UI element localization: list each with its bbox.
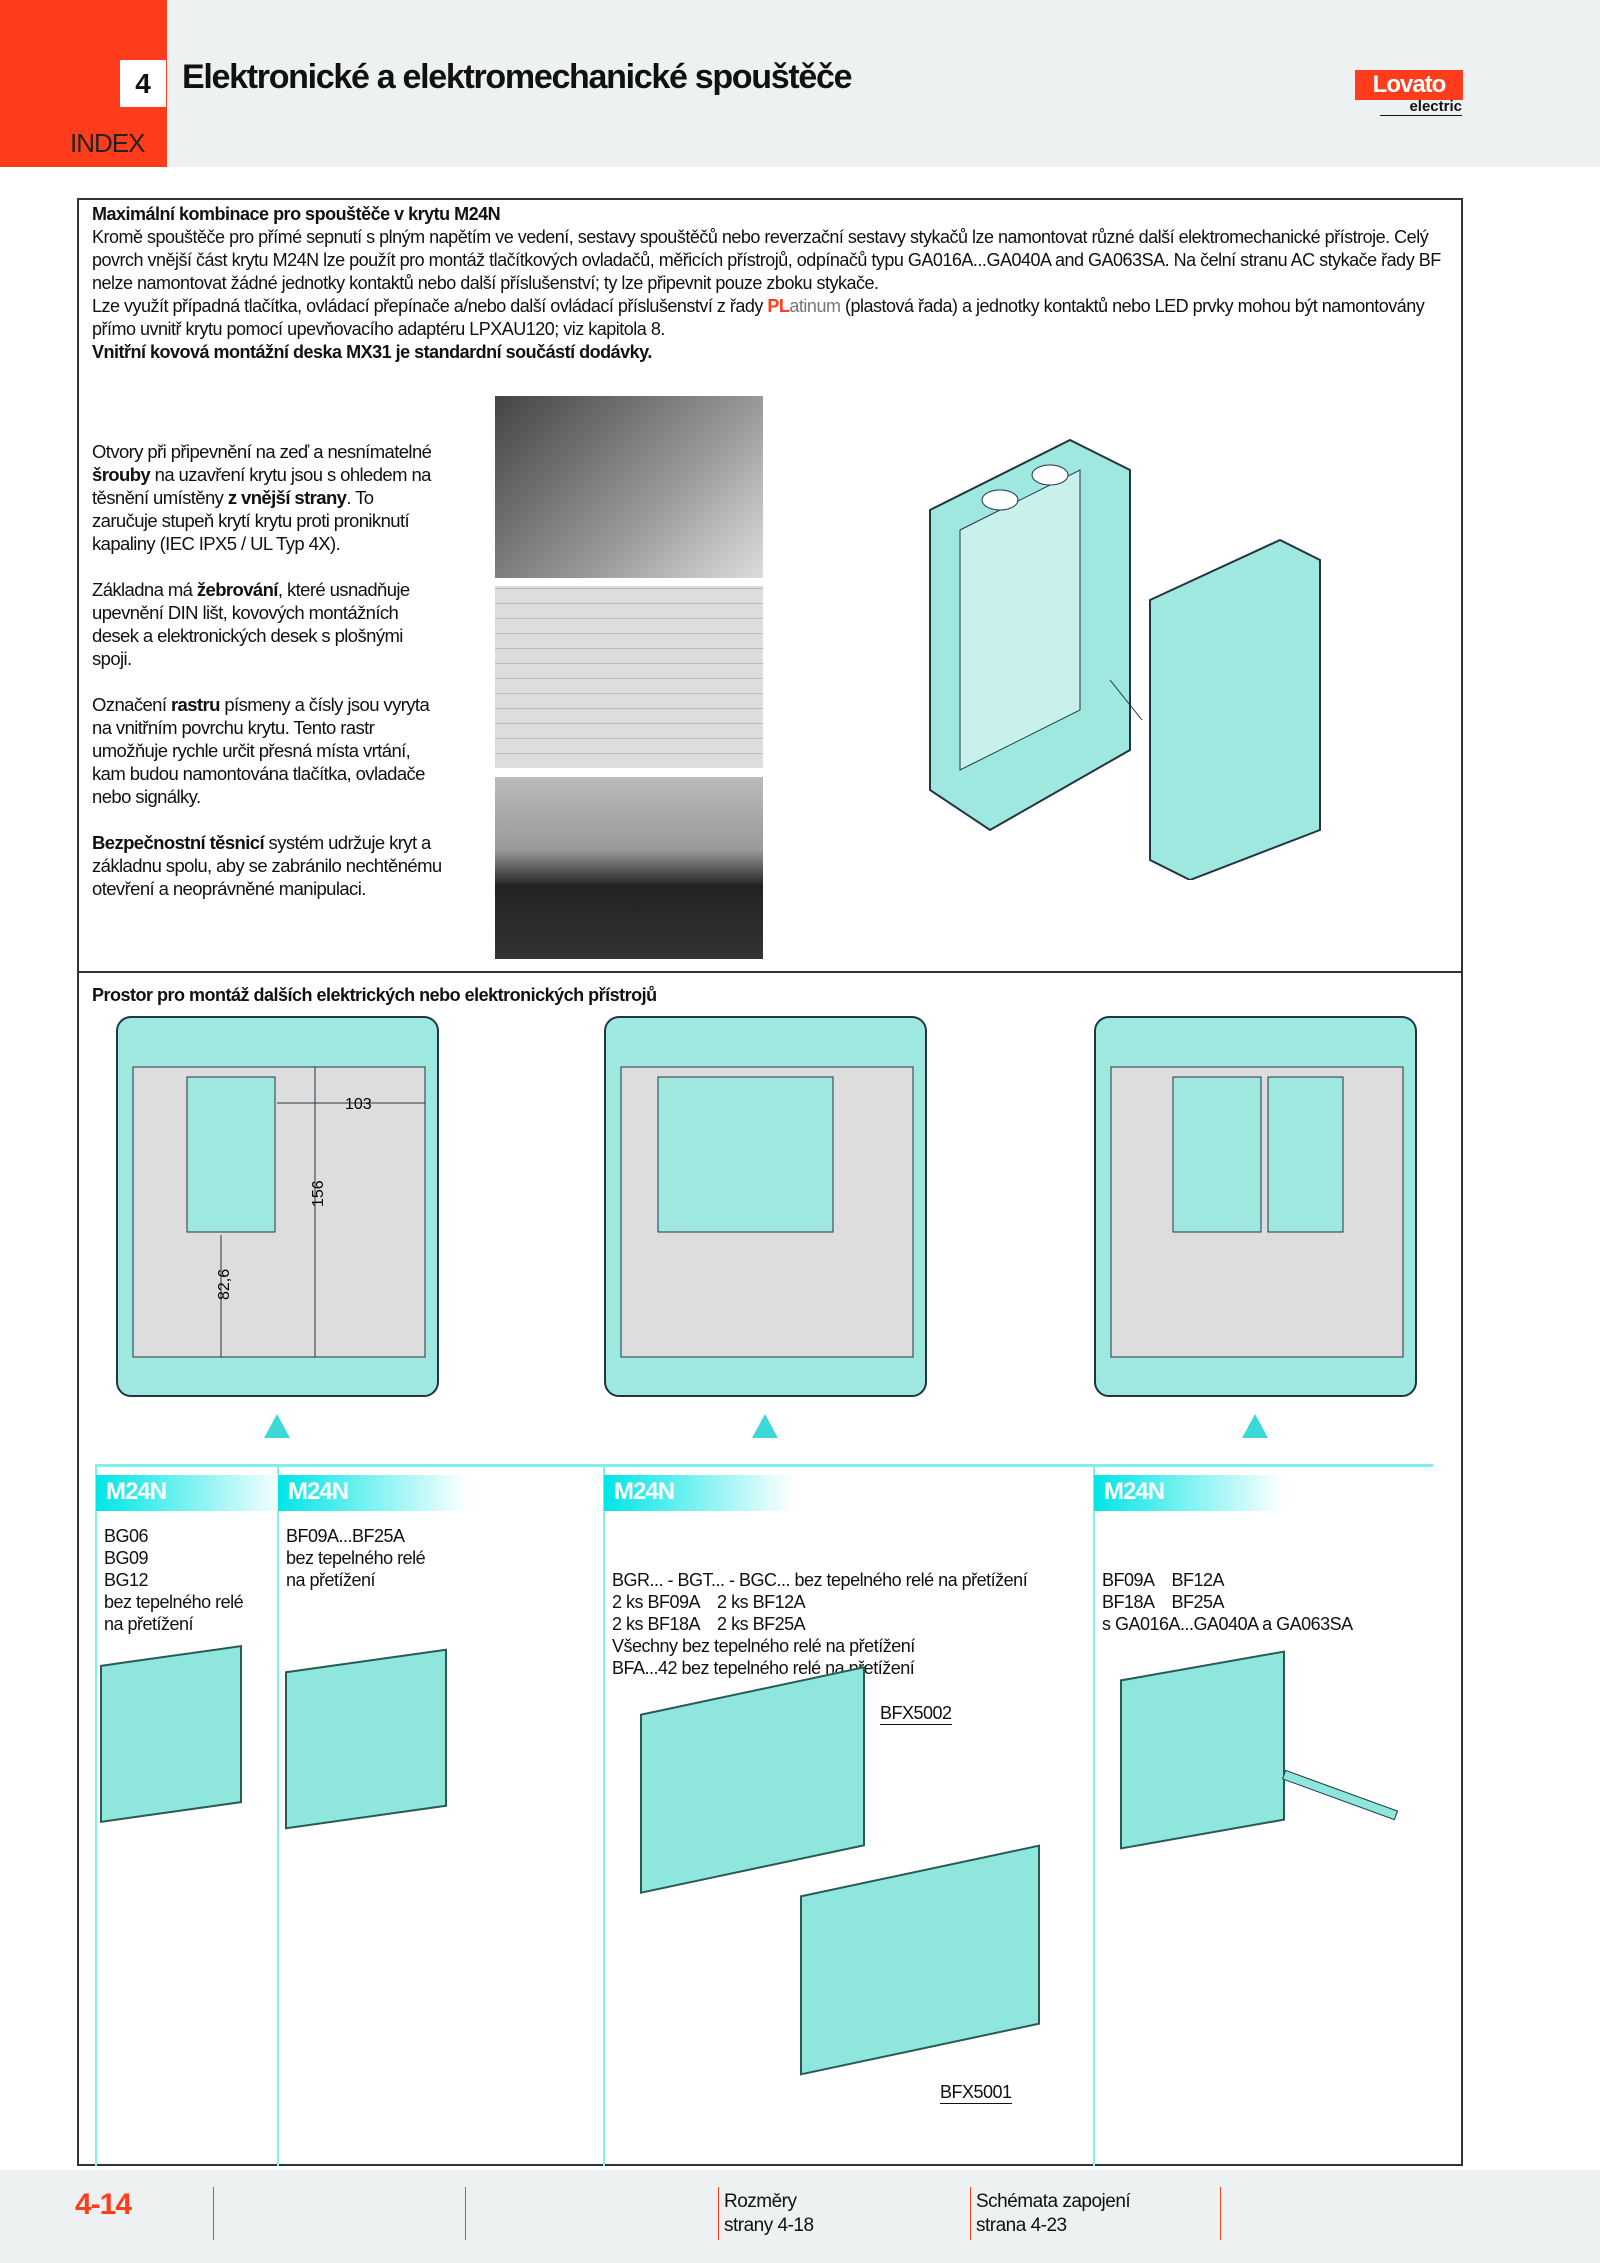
index-link[interactable]: INDEX (70, 128, 145, 158)
intro-p2: Lze využít případná tlačítka, ovládací p… (92, 295, 1452, 341)
line: BG12 (104, 1570, 149, 1590)
lovato-logo: Lovato (1355, 70, 1463, 100)
footer-separator (213, 2187, 214, 2240)
intro-heading: Maximální kombinace pro spouštěče v kryt… (92, 204, 501, 224)
photo-grid (495, 586, 763, 768)
divider (77, 971, 1463, 973)
line: Všechny bez tepelného relé na přetížení (612, 1636, 915, 1656)
line: na přetížení (104, 1614, 194, 1634)
photo-seal (495, 777, 763, 959)
column-rule (277, 1466, 279, 2166)
column-tag: M24N (96, 1475, 286, 1511)
contactor-with-switch-image (1120, 1650, 1285, 1850)
column-rule (603, 1466, 605, 2166)
footer (0, 2170, 1600, 2263)
footer-separator (1220, 2187, 1221, 2240)
f3-b: rastru (170, 694, 220, 715)
platinum-logo-pl: PL (767, 296, 790, 316)
intro-p1: Kromě spouštěče pro přímé sepnutí s plný… (92, 227, 1441, 293)
line: bez tepelného relé (286, 1548, 426, 1568)
logo-subtitle: electric (1380, 98, 1462, 116)
intro-p2b: (plastová řada) a jednotky kontaktů nebo… (92, 296, 1425, 339)
footer-separator (718, 2187, 719, 2240)
page-title: Elektronické a elektromechanické spouště… (182, 58, 853, 96)
photo-ribs (495, 396, 763, 578)
link-page[interactable]: strany 4-18 (724, 2215, 814, 2236)
line: s GA016A...GA040A a GA063SA (1102, 1614, 1353, 1634)
label-bfx5002: BFX5002 (880, 1703, 952, 1725)
link-title[interactable]: Schémata zapojení (976, 2191, 1131, 2212)
section-title: Prostor pro montáž dalších elektrických … (92, 985, 657, 1005)
line: BFA...42 bez tepelného relé na přetížení (612, 1658, 915, 1678)
column-tag: M24N (604, 1475, 794, 1511)
intro-p2a: Lze využít případná tlačítka, ovládací p… (92, 296, 768, 316)
footer-link-dimensions[interactable]: Rozměry strany 4-18 (724, 2190, 814, 2238)
f1-t1: Otvory při připevnění na zeď a nesnímate… (92, 441, 432, 462)
f2-t2: , které usnadňuje upevnění DIN lišt, kov… (92, 579, 410, 669)
f2-t1: Základna má (92, 579, 197, 600)
arrow-up-icon (752, 1414, 778, 1438)
intro-text: Maximální kombinace pro spouštěče v kryt… (92, 203, 1452, 364)
link-page[interactable]: strana 4-23 (976, 2215, 1067, 2236)
enclosure-front-single: 103 156 82,6 (116, 1016, 439, 1397)
line: BG06 (104, 1526, 149, 1546)
column-rule (95, 1466, 97, 2166)
f2-b: žebrování (196, 579, 279, 600)
feature-2: Základna má žebrování, které usnadňuje u… (92, 578, 442, 670)
f4-b: Bezpečnostní těsnicí (92, 832, 265, 853)
line: BF09A BF12A (1102, 1570, 1225, 1590)
features-text: Otvory při připevnění na zeď a nesnímate… (92, 440, 442, 923)
feature-1: Otvory při připevnění na zeď a nesnímate… (92, 440, 442, 555)
cyan-rule (95, 1464, 1433, 1467)
platinum-logo-rest: atinum (789, 296, 841, 316)
column-rule (1093, 1466, 1095, 2166)
f3-t1: Označení (92, 694, 171, 715)
feature-3: Označení rastru písmeny a čísly jsou vyr… (92, 693, 442, 808)
f1-t3: . To zaručuje stupeň krytí krytu proti p… (92, 487, 410, 554)
feature-4: Bezpečnostní těsnicí systém udržuje kryt… (92, 831, 442, 900)
contactor-bf-image (285, 1648, 447, 1830)
column-tag: M24N (1094, 1475, 1284, 1511)
content-frame (77, 198, 1463, 2166)
dim-82-6: 82,6 (216, 1269, 233, 1300)
page-header (0, 0, 1600, 167)
footer-separator (970, 2187, 971, 2240)
column-tag: M24N (278, 1475, 468, 1511)
column-3-text: BGR... - BGT... - BGC... bez tepelného r… (612, 1525, 1028, 1701)
enclosure-3d-illustration (929, 438, 1321, 880)
line: BG09 (104, 1548, 149, 1568)
f1-b: šrouby (92, 464, 151, 485)
line: na přetížení (286, 1570, 376, 1590)
arrow-up-icon (264, 1414, 290, 1438)
f4-t2: systém udržuje kryt a základnu spolu, ab… (92, 832, 442, 899)
line: bez tepelného relé (104, 1592, 244, 1612)
arrow-up-icon (1242, 1414, 1268, 1438)
dim-156: 156 (310, 1180, 327, 1207)
f3-t2: písmeny a čísly jsou vyryta na vnitřním … (92, 694, 430, 807)
line: BF18A BF25A (1102, 1592, 1225, 1612)
footer-link-wiring[interactable]: Schémata zapojení strana 4-23 (976, 2190, 1131, 2238)
f1-t2: na uzavření krytu jsou s ohledem na těsn… (92, 464, 431, 508)
label-bfx5001: BFX5001 (940, 2082, 1012, 2104)
intro-p3: Vnitřní kovová montážní deska MX31 je st… (92, 342, 652, 362)
link-title[interactable]: Rozměry (724, 2191, 797, 2212)
page-number: 4-14 (75, 2188, 132, 2221)
f1-b2: z vnější strany (227, 487, 347, 508)
contactor-bg-image (100, 1645, 242, 1823)
footer-separator (465, 2187, 466, 2240)
enclosure-front-with-switch (1094, 1016, 1417, 1397)
dim-103: 103 (345, 1096, 372, 1113)
chapter-number: 4 (120, 60, 166, 107)
enclosure-front-double (604, 1016, 927, 1397)
line: 2 ks BF18A 2 ks BF25A (612, 1614, 806, 1634)
line: BGR... - BGT... - BGC... bez tepelného r… (612, 1570, 1028, 1590)
line: BF09A...BF25A (286, 1526, 405, 1546)
line: 2 ks BF09A 2 ks BF12A (612, 1592, 806, 1612)
